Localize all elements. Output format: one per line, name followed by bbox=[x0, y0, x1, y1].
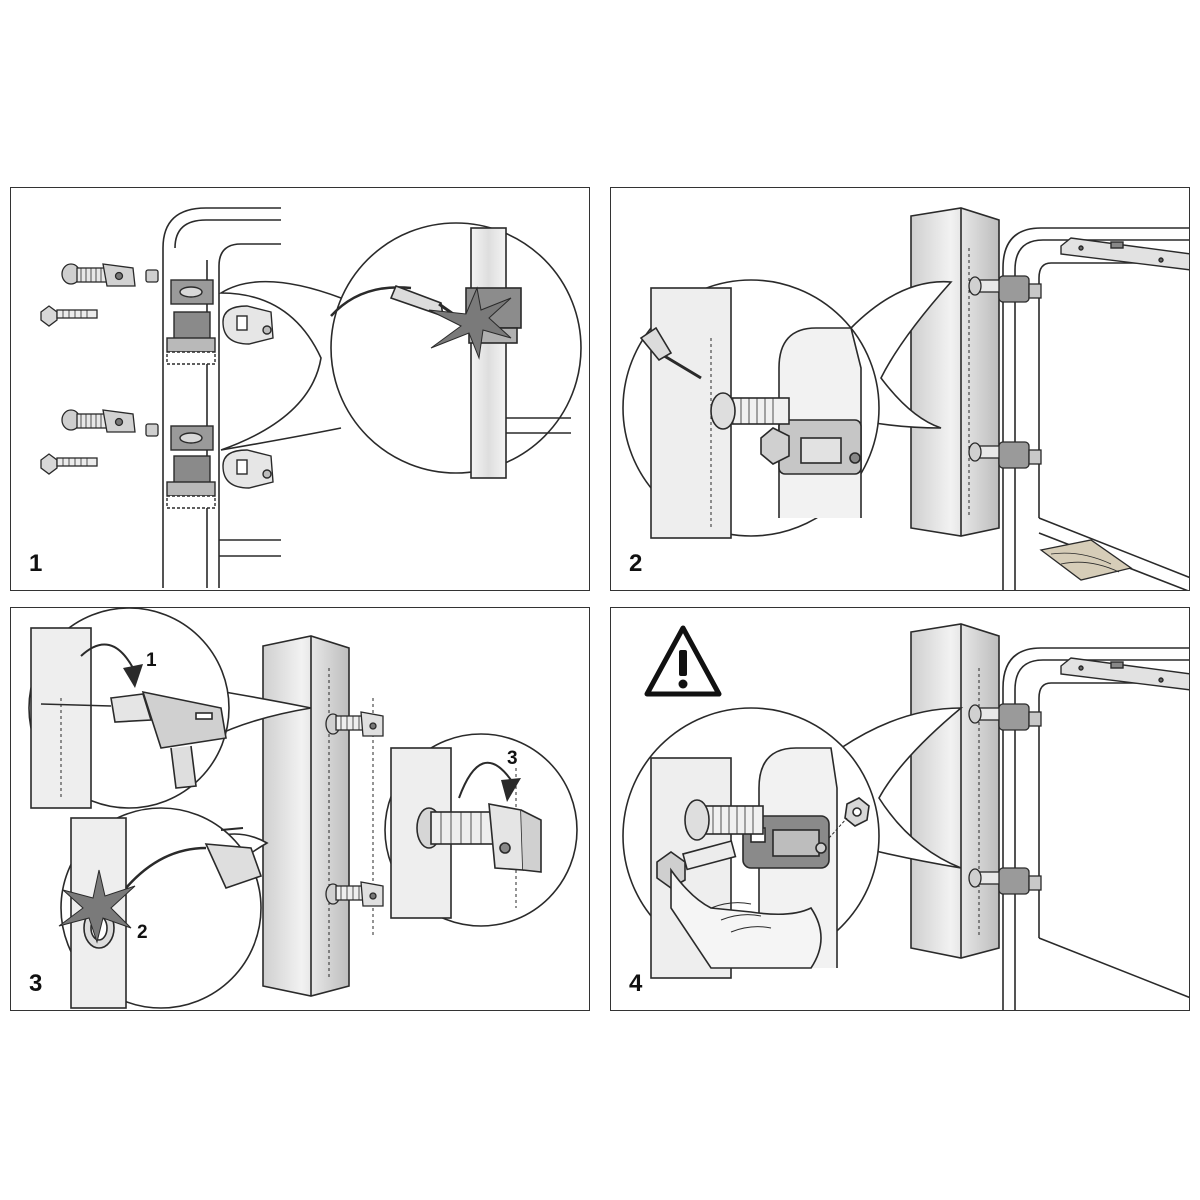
step-1-illustration bbox=[40, 207, 582, 588]
hinge-top bbox=[968, 703, 1042, 731]
hinge-eye-top bbox=[325, 711, 384, 737]
welding-spark-icon bbox=[428, 286, 512, 360]
hinge-bottom bbox=[968, 867, 1042, 895]
gate-frame bbox=[1002, 227, 1189, 590]
welding-detail-callout bbox=[218, 222, 582, 479]
welding-spark-icon bbox=[58, 869, 136, 944]
fence-post bbox=[910, 207, 1000, 537]
spirit-level bbox=[1060, 657, 1189, 691]
top-hinge-bolt-set bbox=[40, 263, 159, 327]
gate-frame bbox=[1002, 647, 1189, 1010]
hinge-clamps bbox=[222, 305, 274, 489]
wooden-block bbox=[1039, 539, 1133, 581]
welding-callout bbox=[60, 807, 269, 1009]
fence-post bbox=[910, 623, 1000, 959]
bolt-marking-callout bbox=[622, 279, 953, 539]
step-number-4: 4 bbox=[629, 970, 643, 997]
step-number-1: 1 bbox=[29, 550, 43, 577]
hinge-bottom bbox=[968, 441, 1042, 469]
rotation-arrow-icon bbox=[458, 761, 521, 802]
step-3-illustration: 1 2 bbox=[28, 608, 578, 1009]
warning-triangle-icon bbox=[644, 625, 722, 697]
fence-post bbox=[262, 635, 374, 997]
callout-number-1: 1 bbox=[146, 650, 157, 671]
drilling-callout bbox=[28, 608, 312, 809]
top-hinge-block bbox=[166, 279, 216, 365]
step-4-illustration bbox=[622, 623, 1189, 1010]
step-panel-4: 4 bbox=[610, 607, 1190, 1011]
gate-frame bbox=[162, 207, 281, 588]
rotation-arrow-icon bbox=[80, 643, 143, 688]
bending-callout bbox=[384, 733, 578, 927]
spirit-level bbox=[1060, 237, 1189, 271]
hinge-top bbox=[968, 275, 1042, 303]
tightening-callout bbox=[622, 707, 964, 979]
bottom-hinge-bolt-set bbox=[40, 409, 159, 475]
step-number-3: 3 bbox=[29, 970, 43, 997]
bottom-hinge-block bbox=[166, 425, 216, 509]
hinge-eye-bottom bbox=[325, 881, 384, 907]
callout-number-2: 2 bbox=[137, 922, 148, 943]
step-2-illustration bbox=[622, 207, 1189, 590]
step-panel-1: 1 bbox=[10, 187, 590, 591]
step-panel-2: 2 bbox=[610, 187, 1190, 591]
step-number-2: 2 bbox=[629, 550, 643, 577]
step-panel-3: 1 2 bbox=[10, 607, 590, 1011]
callout-number-3: 3 bbox=[507, 748, 518, 769]
